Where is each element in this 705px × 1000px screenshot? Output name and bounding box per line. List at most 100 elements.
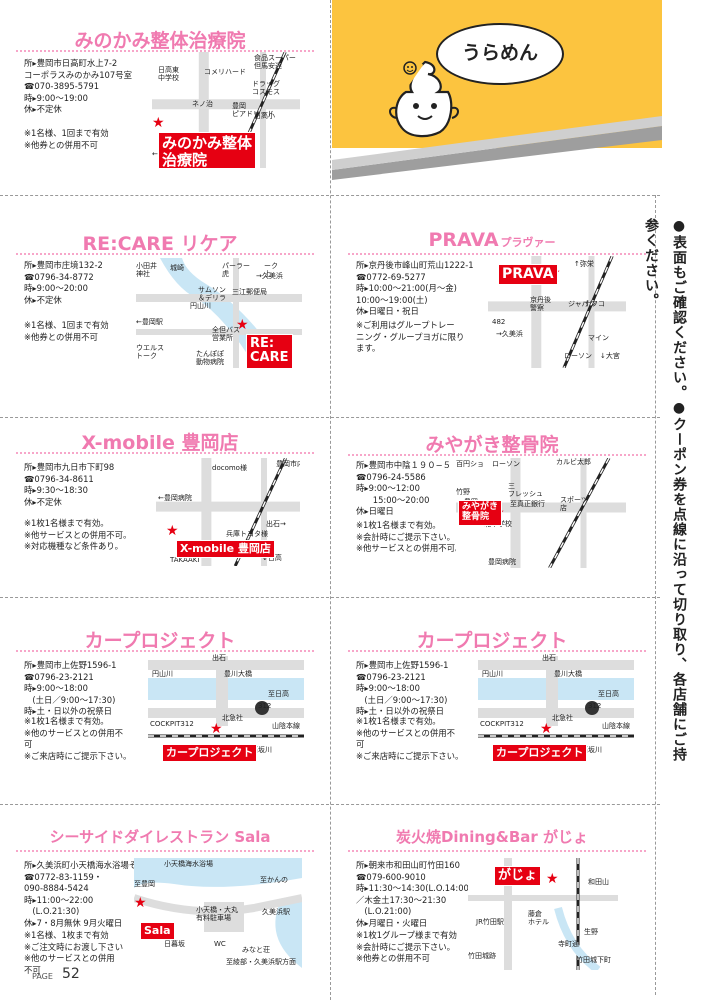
map-label: ウエルス トーク xyxy=(136,344,164,360)
store-star-icon: ★ xyxy=(540,721,553,737)
map-label: ネノ治 xyxy=(192,100,213,108)
map-label: 482 xyxy=(492,318,506,326)
coupon-notes: ※1枚1名様まで有効。 ※会計時にご提示下さい。 ※他サービスとの併用不可。 xyxy=(356,520,464,553)
store-star-icon: ★ xyxy=(134,895,147,911)
map-label: 出石坂川 xyxy=(574,746,602,754)
coupon-title: みやがき整骨院 xyxy=(332,430,652,457)
page-label: PAGE xyxy=(32,972,53,981)
map-label: 小田井 神社 xyxy=(136,262,157,278)
map-label: 全但バス 営業所 xyxy=(212,326,240,342)
map-label: 百円ショ xyxy=(456,460,484,468)
store-info: 所▸朝来市和田山町竹田160 ☎079-600-9010 時▸11:30〜14:… xyxy=(356,860,473,928)
map-roads xyxy=(456,458,626,568)
map-roads xyxy=(148,656,304,738)
title-underline xyxy=(348,650,646,652)
coupon-card: カープロジェクト所▸豊岡市上佐野1596-1 ☎0796-23-2121 時▸9… xyxy=(332,602,652,802)
store-map-label: PRAVA xyxy=(498,264,558,286)
map-label: 日高小 xyxy=(254,112,275,120)
map-label: 出石坂川 xyxy=(244,746,272,754)
store-map: docomo様豊岡市内←豊岡病院出石→兵庫トヨタ様TAKAAKI↓日高★X-mo… xyxy=(156,458,300,566)
store-info: 所▸豊岡市上佐野1596-1 ☎0796-23-2121 時▸9:00〜18:0… xyxy=(356,660,449,716)
coupon-subtitle: プラヴァー xyxy=(500,236,556,249)
map-label: スポーツ 店 xyxy=(560,496,588,512)
map-label: 久美浜駅 xyxy=(262,908,290,916)
map-label: 豊川大橋 xyxy=(554,670,582,678)
map-label: 至綾部・久美浜駅方面 xyxy=(226,958,296,966)
map-label: ←豊岡駅 xyxy=(136,318,163,326)
map-label: 312 xyxy=(258,702,272,710)
map-label: 和田山 xyxy=(588,878,609,886)
store-map-label: Sala xyxy=(140,922,175,941)
coupon-notes: ※ご利用はグループトレー ニング・グループヨガに限り ます。 xyxy=(356,320,465,353)
coupon-title-text: RE:CARE リケア xyxy=(82,233,238,255)
map-label: TAKAAKI xyxy=(170,556,200,564)
map-label: ドラッグ コスモス xyxy=(252,80,280,96)
title-underline xyxy=(16,452,314,454)
map-label: ローソン xyxy=(492,460,520,468)
title-underline xyxy=(348,454,646,456)
map-label: COCKPIT312 xyxy=(480,720,524,728)
map-label: 三江郵便局 xyxy=(232,288,267,296)
coupon-card: みやがき整骨院所▸豊岡市中陰１９０−５ ☎0796-24-5586 時▸9:00… xyxy=(332,422,652,622)
map-label: 竹野 xyxy=(456,488,470,496)
map-label: 出石 xyxy=(542,654,556,662)
map-label: JR竹田駅 xyxy=(476,918,504,926)
speech-bubble: うらめん xyxy=(436,23,564,85)
map-label: コメリハード xyxy=(204,68,246,76)
coupon-card: 炭火焼Dining&Bar がじょ所▸朝来市和田山町竹田160 ☎079-600… xyxy=(332,810,652,1000)
store-map-label: みやがき 整骨院 xyxy=(458,500,503,526)
map-label: 京丹後 警察 xyxy=(530,296,551,312)
title-underline xyxy=(348,253,646,255)
map-label: 城崎 xyxy=(170,264,184,272)
coupon-notes: ※1名様、1回まで有効 ※他券との併用不可 xyxy=(24,128,109,150)
cut-line-vertical xyxy=(330,0,331,1000)
store-map: JR竹田駅和田山竹田城跡寺町通藤倉 ホテル生野竹田城下町★がじょ xyxy=(468,858,618,970)
map-label: 出石→ xyxy=(266,520,286,528)
map-label: ーク 上 xyxy=(264,262,278,278)
map-label: 北急社 xyxy=(222,714,243,722)
store-map-label: カープロジェクト xyxy=(162,744,258,763)
coupon-notes: ※1枚1名様まで有効。 ※他サービスとの併用不可。 ※対応機種など条件あり。 xyxy=(24,518,132,551)
coupon-title-text: カープロジェクト xyxy=(84,630,236,652)
map-label: 北急社 xyxy=(552,714,573,722)
coupon-title: X-mobile 豊岡店 xyxy=(0,428,320,455)
map-label: 豊川大橋 xyxy=(224,670,252,678)
store-map-label: X-mobile 豊岡店 xyxy=(176,540,275,559)
map-label: docomo様 xyxy=(212,464,247,472)
promo-gray-band xyxy=(332,116,662,180)
map-label: 豊岡 ピアドリッド xyxy=(232,102,274,118)
map-label: →久美浜 xyxy=(496,330,523,338)
store-map: 小田井 神社城崎パーラー 虎ーク 上サムソン ＆デリラ三江郵便局←豊岡駅ウエルス… xyxy=(136,258,302,368)
map-label: ローソン xyxy=(564,352,592,360)
map-label: 藤倉 ホテル xyxy=(528,910,549,926)
map-label: 日高東 中学校 xyxy=(158,66,179,82)
coupon-card: みのかみ整体治療院所▸豊岡市日高町水上7-2 コーポラスみのかみ107号室 ☎0… xyxy=(0,0,320,200)
map-label: カルビ太郎 xyxy=(556,458,591,466)
map-label: 豊岡市内 xyxy=(276,460,300,468)
coupon-title-text: X-mobile 豊岡店 xyxy=(81,432,239,454)
cut-line-right xyxy=(655,195,656,995)
store-star-icon: ★ xyxy=(166,523,179,539)
map-label: 山陰本線 xyxy=(272,722,300,730)
store-star-icon: ★ xyxy=(152,115,165,131)
map-label: ↑弥栄 xyxy=(574,260,594,268)
coupon-title-text: 炭火焼Dining&Bar がじょ xyxy=(395,828,589,846)
map-label: 至真正銀行 xyxy=(510,500,545,508)
map-label: 豊岡病院 xyxy=(488,558,516,566)
store-map-label: RE: CARE xyxy=(246,334,293,368)
coupon-title: RE:CARE リケア xyxy=(0,229,320,256)
store-map-label: がじょ xyxy=(494,866,542,887)
map-label: 竹田城跡 xyxy=(468,952,496,960)
coupon-title-text: カープロジェクト xyxy=(416,630,568,652)
coupon-notes: ※1枚1名様まで有効。 ※他のサービスとの併用不 可 ※ご来店時にご提示下さい。 xyxy=(24,716,132,761)
store-info: 所▸豊岡市九日市下町98 ☎0796-34-8611 時▸9:30〜18:30 … xyxy=(24,462,115,507)
map-roads xyxy=(478,656,634,738)
map-roads xyxy=(134,858,302,968)
store-info: 所▸久美浜町小天橋海水浴場そば ☎0772-83-1159・ 090-8884-… xyxy=(24,860,146,928)
coupon-card: X-mobile 豊岡店所▸豊岡市九日市下町98 ☎0796-34-8611 時… xyxy=(0,422,320,622)
